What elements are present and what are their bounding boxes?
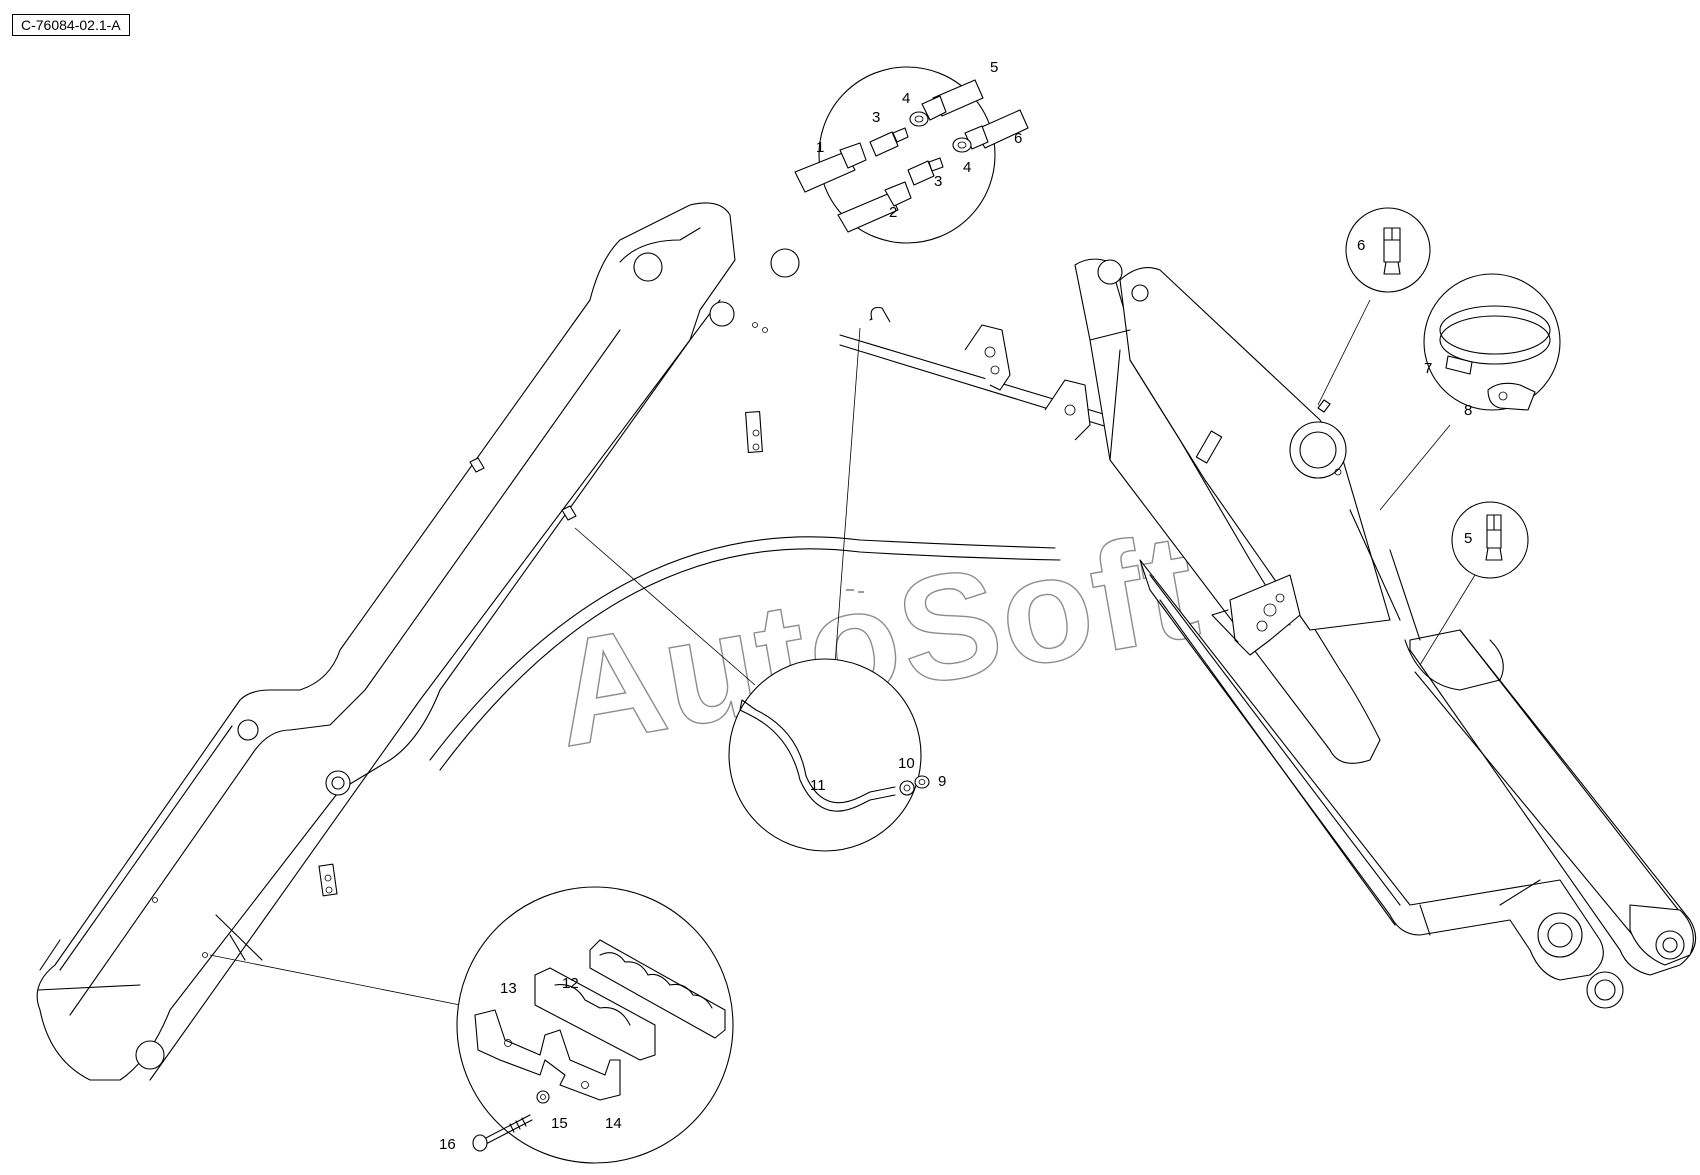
callout-label-1: 1 (816, 139, 824, 156)
callout-label-8: 8 (1464, 402, 1472, 419)
detail-view-pipe-clamp: 12 13 14 15 16 (439, 886, 734, 1164)
callout-label-14: 14 (605, 1115, 622, 1132)
callout-label-2: 2 (889, 204, 897, 221)
callout-label-7: 7 (1424, 360, 1432, 377)
callout-label-6-nipple: 6 (1357, 237, 1365, 254)
detail-view-grease-nipple-5: 5 (1451, 501, 1529, 579)
detail-view-u-bolt: 10 9 11 (728, 658, 946, 852)
detail-view-grease-nipple-6: 6 (1345, 207, 1431, 293)
callout-label-9: 9 (938, 773, 946, 790)
callout-label-6: 6 (1014, 130, 1022, 147)
hose-line (429, 536, 1061, 771)
callout-label-16: 16 (439, 1136, 456, 1153)
leader-lines (209, 299, 1479, 1006)
callout-label-4a: 4 (902, 90, 910, 107)
callout-label-4b: 4 (963, 159, 971, 176)
callout-label-3a: 3 (872, 109, 880, 126)
detail-view-fittings: 1 2 3 3 4 4 5 6 (794, 59, 1029, 244)
callout-label-10: 10 (898, 755, 915, 772)
callout-label-15: 15 (551, 1115, 568, 1132)
boom-right-arm (1074, 258, 1697, 1009)
boom-left-arm (36, 202, 800, 1081)
callout-label-12: 12 (562, 975, 579, 992)
callout-label-13: 13 (500, 980, 517, 997)
callout-label-5: 5 (990, 59, 998, 76)
callout-label-11: 11 (810, 777, 826, 794)
callout-label-5-nipple: 5 (1464, 530, 1472, 547)
drawing-reference-code: C-76084-02.1-A (12, 14, 130, 36)
detail-view-hose-clamp: 7 8 (1423, 273, 1561, 419)
callout-label-3b: 3 (934, 173, 942, 190)
